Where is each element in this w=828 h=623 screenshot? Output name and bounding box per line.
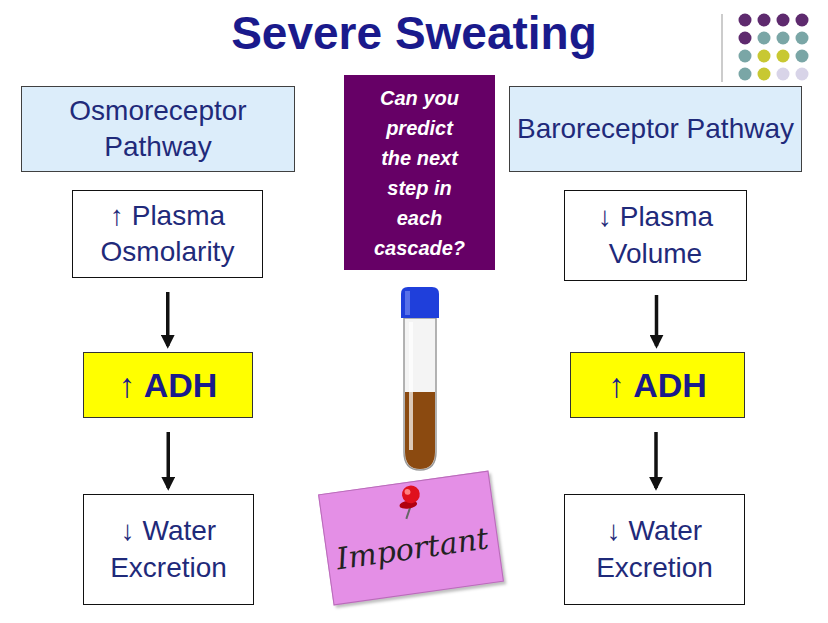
decor-dot <box>777 14 790 27</box>
pathway-header: Baroreceptor Pathway <box>509 86 802 172</box>
flow-arrow <box>167 432 171 488</box>
decor-dot <box>796 32 809 45</box>
node-text: Baroreceptor Pathway <box>517 111 794 147</box>
process-box: ↓ Water Excretion <box>564 494 745 605</box>
flow-arrow <box>655 295 659 346</box>
tube-body <box>404 318 436 470</box>
test-tube <box>401 287 439 470</box>
cap-highlight <box>405 291 410 315</box>
node-text: Important <box>334 520 491 576</box>
flow-arrow <box>166 292 170 346</box>
divider-line <box>722 14 723 82</box>
decor-dot <box>796 68 809 81</box>
node-text: ↓ Water Excretion <box>84 513 253 586</box>
decor-dot <box>777 50 790 63</box>
node-text: ↑ ADH <box>119 366 218 405</box>
slide-title: Severe Sweating <box>0 6 828 60</box>
pathway-header: Osmoreceptor Pathway <box>21 86 295 172</box>
pin-shine <box>404 489 411 496</box>
tube-cap <box>401 287 439 318</box>
node-text: Osmoreceptor Pathway <box>22 93 294 166</box>
decor-dot <box>739 32 752 45</box>
decor-dot <box>777 32 790 45</box>
decor-dot <box>758 68 771 81</box>
node-text: ↓ Plasma Volume <box>565 199 746 272</box>
hormone-box: ↑ ADH <box>83 352 253 418</box>
sticky-note: Important <box>318 471 504 606</box>
hormone-box: ↑ ADH <box>570 352 745 418</box>
flow-arrow <box>654 432 658 488</box>
decor-dot <box>758 50 771 63</box>
decor-dot <box>739 14 752 27</box>
tube-highlight <box>409 322 413 450</box>
process-box: ↓ Water Excretion <box>83 494 254 605</box>
decor-dot <box>758 14 771 27</box>
decor-dot <box>739 68 752 81</box>
node-text: ↓ Water Excretion <box>565 513 744 586</box>
decor-dots <box>739 14 809 81</box>
decor-dot <box>796 14 809 27</box>
decor-dot <box>758 32 771 45</box>
node-text: ↑ ADH <box>608 366 707 405</box>
node-text: ↑ Plasma Osmolarity <box>73 198 262 271</box>
question-box: Can you predict the next step in each ca… <box>344 75 495 270</box>
decor-dot <box>796 50 809 63</box>
node-text: Can you predict the next step in each ca… <box>372 83 468 263</box>
process-box: ↑ Plasma Osmolarity <box>72 190 263 278</box>
process-box: ↓ Plasma Volume <box>564 190 747 281</box>
decor-dot <box>739 50 752 63</box>
decor-dot <box>777 68 790 81</box>
pin-head <box>401 484 421 504</box>
